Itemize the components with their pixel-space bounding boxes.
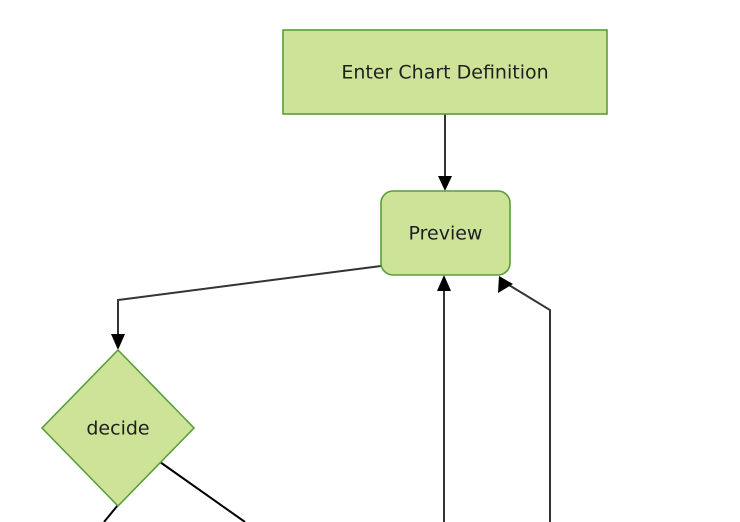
edge-decide-bottom-out [103,504,119,522]
edge-bottom-vertical-to-preview [437,275,451,522]
edge-enter-to-preview [438,114,452,191]
node-enter-chart-definition[interactable]: Enter Chart Definition [282,29,608,115]
edge-bottom-right-arrowhead [498,276,513,293]
edge-bottom-right-to-preview [498,276,551,522]
edge-enter-to-preview-arrowhead [438,176,452,191]
edge-preview-to-decide-arrowhead [111,334,125,350]
node-decide-shape[interactable] [40,348,196,508]
edge-decide-right-out [159,461,246,522]
node-enter-chart-definition-shape[interactable] [282,29,608,115]
edge-layer [103,114,551,522]
edge-bottom-right-line [503,281,551,522]
node-layer: Enter Chart Definition Preview decide [40,29,608,508]
node-decide[interactable]: decide [40,348,196,508]
edge-bottom-vertical-arrowhead [437,275,451,291]
node-preview-shape[interactable] [380,190,511,276]
edge-preview-to-decide-line [117,265,382,340]
edge-preview-to-decide [111,265,382,350]
node-preview[interactable]: Preview [380,190,511,276]
